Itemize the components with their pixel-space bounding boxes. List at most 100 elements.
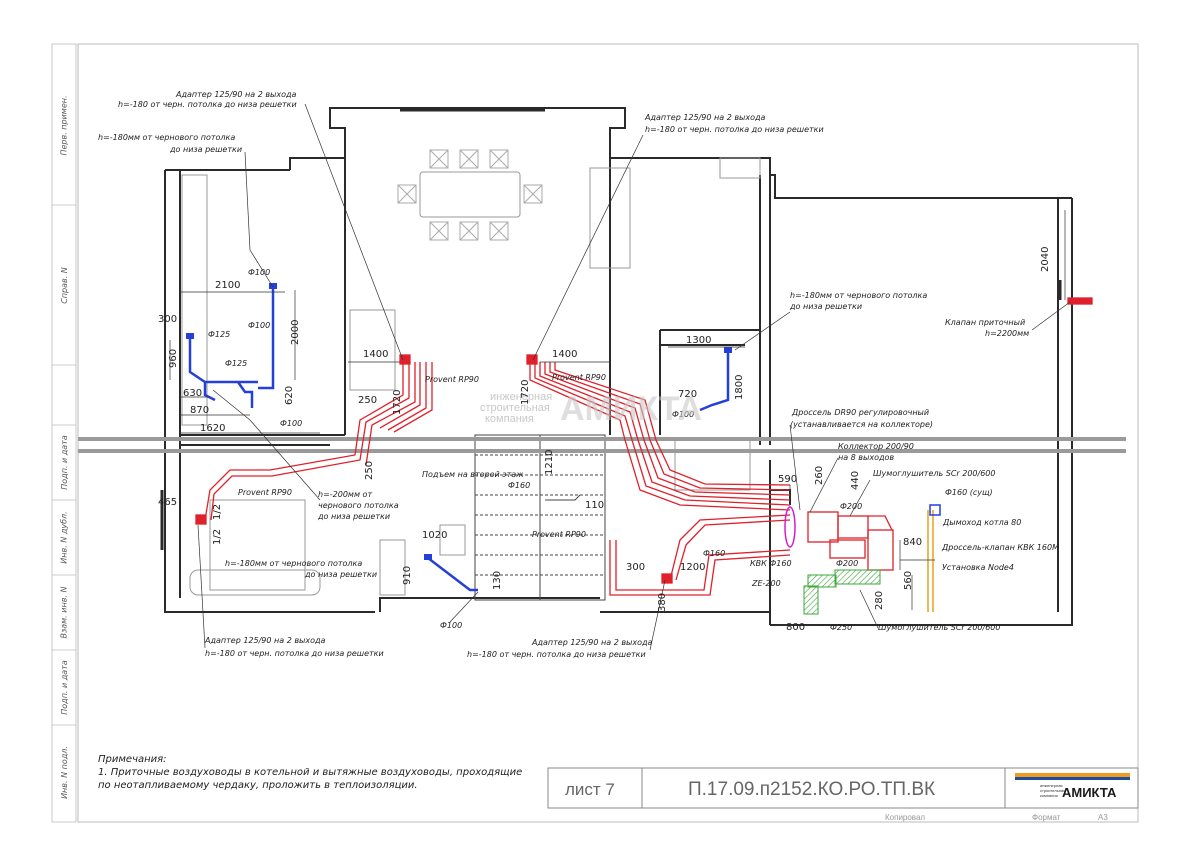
dim-value: 840: [903, 537, 922, 548]
height-note-bedroom-2: до низа решетки: [304, 570, 377, 579]
dim-value: 620: [284, 386, 295, 405]
plan-labels: Адаптер 125/90 на 2 выхода h=-180 от чер…: [98, 90, 1059, 659]
d100-label: Ф100: [248, 321, 270, 330]
copied-label: Копировал: [885, 813, 925, 822]
dim-value: 1720: [520, 380, 531, 405]
dim-value: 465: [158, 497, 177, 508]
provent-label: Provent RP90: [425, 375, 479, 384]
dim-value: 2040: [1040, 247, 1051, 272]
section-band: [78, 437, 1126, 453]
valve-height: h=2200мм: [985, 329, 1029, 338]
dim-value: 1300: [686, 335, 711, 346]
throttle-note: (устанавливается на коллекторе): [790, 420, 933, 429]
throttle-label: Дроссель DR90 регулировочный: [791, 408, 929, 417]
height-note-bedroom: h=-180мм от чернового потолка: [225, 559, 362, 568]
notes-line: 1. Приточные воздуховоды в котельной и в…: [98, 767, 522, 778]
d100-label: Ф100: [440, 621, 462, 630]
adapter-label-bottom-left: Адаптер 125/90 на 2 выхода: [204, 636, 326, 645]
dim-value: 300: [158, 314, 177, 325]
riser-label: Подъем на второй этаж: [422, 470, 524, 479]
node4-label: Установка Node4: [942, 563, 1014, 572]
dim-value: 910: [402, 566, 413, 585]
ze-label: ZE-200: [751, 579, 781, 588]
dim-value: 1720: [392, 390, 403, 415]
height-note-left-2: до низа решетки: [169, 145, 242, 154]
provent-label: Provent RP90: [552, 373, 606, 382]
height-note-left: h=-180мм от чернового потолка: [98, 133, 235, 142]
stamp-cell: Подп. и дата: [52, 650, 76, 725]
d200-label: Ф200: [836, 559, 858, 568]
dim-value: 260: [814, 466, 825, 485]
adapter-height-bottom-left: h=-180 от черн. потолка до низа решетки: [205, 649, 384, 658]
height-note-200-3: до низа решетки: [317, 512, 390, 521]
dim-value: 130: [492, 571, 503, 590]
dim-value: 1/2: [212, 504, 223, 520]
dim-value: 590: [778, 474, 797, 485]
stamp-text: Перв. примен.: [59, 94, 69, 156]
dim-value: 630: [183, 388, 202, 399]
height-note-right-2: до низа решетки: [789, 302, 862, 311]
collector-outlets: на 8 выходов: [838, 453, 894, 462]
adapter-height-top-left: h=-180 от черн. потолка до низа решетки: [118, 100, 297, 109]
riser-diameter: Ф160: [508, 481, 530, 490]
supply-ducts: [195, 297, 1093, 596]
stamp-text: Подп. и дата: [59, 660, 69, 715]
format-label: Формат: [1032, 813, 1061, 822]
d100-label: Ф100: [248, 268, 270, 277]
dimension-lines: [169, 210, 1066, 626]
existing-duct-blue: [929, 504, 941, 516]
dim-value: 300: [626, 562, 645, 573]
height-note-200-2: чернового потолка: [318, 501, 399, 510]
watermark-brand: АМИКТА: [560, 390, 702, 428]
dim-value: 380: [657, 593, 668, 612]
adapter-label-bottom-center: Адаптер 125/90 на 2 выхода: [531, 638, 653, 647]
dim-value: 960: [168, 349, 179, 368]
stamp-cell: Перв. примен.: [52, 50, 76, 200]
staircase: [474, 434, 606, 601]
provent-label: Provent RP90: [532, 530, 586, 539]
windows: [160, 108, 1062, 550]
notes-line: по неотапливаемому чердаку, проложить в …: [98, 780, 418, 791]
stamp-text: Справ. N: [59, 266, 69, 304]
logo-brand: АМИКТА: [1062, 785, 1117, 800]
valve-label: Клапан приточный: [945, 318, 1025, 327]
drawing-code: П.17.09.п2152.КО.РО.ТП.ВК: [688, 779, 935, 800]
title-block: лист 7 П.17.09.п2152.КО.РО.ТП.ВК инженер…: [547, 767, 1139, 822]
d200-label: Ф200: [840, 502, 862, 511]
dim-value: 1620: [200, 423, 225, 434]
watermark-line: строительная: [480, 402, 550, 414]
adapter-height-bottom-center: h=-180 от черн. потолка до низа решетки: [467, 650, 646, 659]
silencer-label: Шумоглушитель SCr 200/600: [873, 469, 995, 478]
dim-value: 1020: [422, 530, 447, 541]
format-value: А3: [1098, 813, 1108, 822]
d125-label: Ф125: [225, 359, 247, 368]
kvk-label: КВК Ф160: [750, 559, 792, 568]
dim-value: 720: [678, 389, 697, 400]
dim-value: 870: [190, 405, 209, 416]
provent-label: Provent RP90: [238, 488, 292, 497]
stamp-cell: Справ. N: [52, 210, 76, 360]
dim-value: 1/2: [212, 529, 223, 545]
stamp-cell: Взам. инв. N: [52, 575, 76, 650]
adapter-label-top-right: Адаптер 125/90 на 2 выхода: [644, 113, 766, 122]
kvk-valve-label: Дроссель-клапан КВК 160М: [941, 543, 1059, 552]
dim-value: 440: [850, 471, 861, 490]
dim-value: 1800: [734, 375, 745, 400]
dim-value: 800: [786, 622, 805, 633]
d100-label: Ф100: [672, 410, 694, 419]
d100-label: Ф100: [280, 419, 302, 428]
duct-existing-label: Ф160 (сущ): [945, 488, 993, 497]
height-note-200: h=-200мм от: [318, 490, 372, 499]
adapter-label-top-left: Адаптер 125/90 на 2 выхода: [175, 90, 297, 99]
flue-label: Дымоход котла 80: [942, 518, 1021, 527]
dim-value: 1200: [680, 562, 705, 573]
d160-label: Ф160: [703, 549, 725, 558]
exhaust-ducts: [188, 287, 730, 592]
dim-value: 1400: [363, 349, 388, 360]
stamp-text: Инв. N подл.: [59, 746, 69, 799]
dim-value: 1210: [544, 450, 555, 475]
adapter-height-top-right: h=-180 от черн. потолка до низа решетки: [645, 125, 824, 134]
dim-value: 280: [874, 591, 885, 610]
exhaust-grilles: [186, 283, 732, 560]
